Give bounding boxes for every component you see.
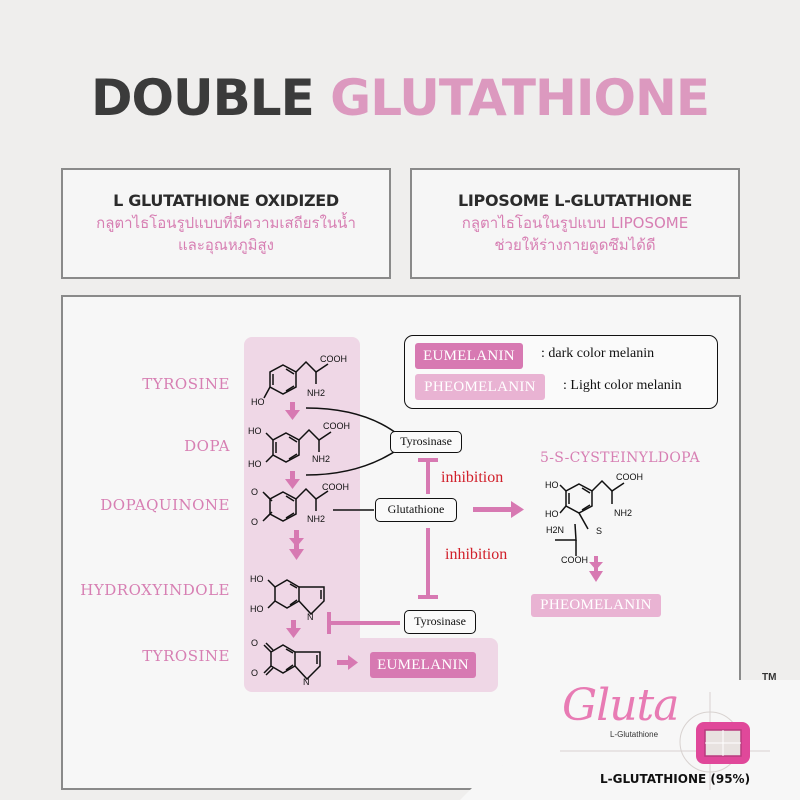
cysteinyldopa-molecule bbox=[555, 479, 625, 556]
svg-text:HO: HO bbox=[248, 459, 262, 469]
svg-text:COOH: COOH bbox=[616, 472, 643, 482]
svg-text:NH2: NH2 bbox=[307, 388, 325, 398]
tyrosinase-node-bottom: Tyrosinase bbox=[404, 610, 476, 634]
svg-text:NH2: NH2 bbox=[307, 514, 325, 524]
svg-text:HO: HO bbox=[248, 426, 262, 436]
eumelanin-result: EUMELANIN bbox=[370, 652, 476, 678]
legend-desc-pheomelanin: : Light color melanin bbox=[563, 378, 682, 393]
legend-desc-eumelanin: : dark color melanin bbox=[541, 346, 655, 361]
double-arrow-down-icon bbox=[289, 530, 304, 560]
inhibition-bar-left bbox=[327, 612, 400, 634]
double-arrow-down-icon bbox=[589, 556, 603, 582]
arrow-down-icon bbox=[286, 620, 301, 638]
inhibition-bar-top bbox=[418, 458, 438, 494]
legend-tag-eumelanin: EUMELANIN bbox=[415, 343, 523, 369]
stage-label-tyrosine: TYROSINE bbox=[142, 375, 230, 393]
svg-text:COOH: COOH bbox=[561, 555, 588, 565]
arrow-right-icon bbox=[473, 501, 524, 518]
highlight-region bbox=[244, 337, 498, 692]
svg-text:S: S bbox=[596, 526, 602, 536]
svg-text:N: N bbox=[303, 677, 310, 687]
card-line: และอุณหภูมิสูง bbox=[178, 236, 274, 254]
stage-label-hydroxyindole: HYDROXYINDOLE bbox=[80, 581, 230, 599]
title-word-double: DOUBLE bbox=[91, 69, 315, 127]
svg-text:O: O bbox=[251, 517, 258, 527]
dopaquinone-molecule bbox=[262, 487, 329, 522]
arrow-down-icon bbox=[285, 402, 300, 420]
legend-box: EUMELANIN : dark color melanin PHEOMELAN… bbox=[404, 335, 718, 409]
dopa-molecule bbox=[265, 428, 332, 463]
svg-text:HO: HO bbox=[251, 397, 265, 407]
svg-text:H2N: H2N bbox=[546, 525, 564, 535]
stage-label-dopa: DOPA bbox=[184, 437, 230, 455]
arrow-right-icon bbox=[337, 655, 358, 670]
card-line: กลูตาไธโอนในรูปแบบ LIPOSOME bbox=[461, 214, 689, 232]
svg-text:HO: HO bbox=[250, 574, 264, 584]
inhibition-label-bottom: inhibition bbox=[445, 546, 508, 563]
stage-label-dopaquinone: DOPAQUINONE bbox=[100, 496, 230, 514]
svg-text:COOH: COOH bbox=[323, 421, 350, 431]
svg-text:HO: HO bbox=[250, 604, 264, 614]
torn-paper-background bbox=[460, 680, 800, 800]
card-line: กลูตาไธโอนรูปแบบที่มีความเสถียรในน้ำ bbox=[96, 214, 356, 232]
svg-text:O: O bbox=[251, 668, 258, 678]
title-word-glutathione: GLUTATHIONE bbox=[330, 69, 710, 127]
card-heading: L GLUTATHIONE OXIDIZED bbox=[113, 191, 339, 210]
svg-text:NH2: NH2 bbox=[614, 508, 632, 518]
logo-wordmark: Gluta bbox=[562, 680, 679, 731]
svg-text:NH2: NH2 bbox=[312, 454, 330, 464]
inhibition-bar-bottom bbox=[418, 528, 438, 599]
tyrosine-molecule bbox=[263, 360, 329, 399]
hydroxyindole-molecule bbox=[267, 579, 325, 616]
tyrosinase-node-top: Tyrosinase bbox=[390, 431, 462, 453]
legend-tag-pheomelanin: PHEOMELANIN bbox=[415, 374, 545, 400]
svg-text:O: O bbox=[251, 487, 258, 497]
svg-text:HO: HO bbox=[545, 509, 559, 519]
svg-text:COOH: COOH bbox=[322, 482, 349, 492]
svg-text:N: N bbox=[307, 612, 314, 622]
page-title: DOUBLE GLUTATHIONE bbox=[0, 68, 800, 128]
brand-logo: Gluta L-Glutathione TM L-GLUTATHIONE (95… bbox=[470, 672, 800, 800]
svg-text:O: O bbox=[251, 638, 258, 648]
svg-text:COOH: COOH bbox=[320, 354, 347, 364]
inhibition-label-top: inhibition bbox=[441, 469, 504, 486]
logo-subtext: L-Glutathione bbox=[610, 730, 659, 739]
pheomelanin-result: PHEOMELANIN bbox=[531, 594, 661, 617]
card-oxidized: L GLUTATHIONE OXIDIZED กลูตาไธโอนรูปแบบท… bbox=[61, 168, 391, 279]
cysteinyldopa-label: 5-S-CYSTEINYLDOPA bbox=[540, 450, 700, 466]
indolequinone-molecule bbox=[263, 642, 321, 681]
card-line: ช่วยให้ร่างกายดูดซึมได้ดี bbox=[494, 236, 656, 254]
glutathione-node: Glutathione bbox=[375, 498, 457, 522]
product-line: L-GLUTATHIONE (95%) bbox=[600, 772, 751, 786]
svg-text:HO: HO bbox=[545, 480, 559, 490]
arrow-down-icon bbox=[285, 471, 300, 489]
capsule-icon bbox=[696, 722, 750, 764]
card-liposome: LIPOSOME L-GLUTATHIONE กลูตาไธโอนในรูปแบ… bbox=[410, 168, 740, 279]
card-heading: LIPOSOME L-GLUTATHIONE bbox=[457, 191, 692, 210]
stage-label-tyrosine-final: TYROSINE bbox=[142, 647, 230, 665]
trademark-symbol: TM bbox=[762, 672, 777, 683]
